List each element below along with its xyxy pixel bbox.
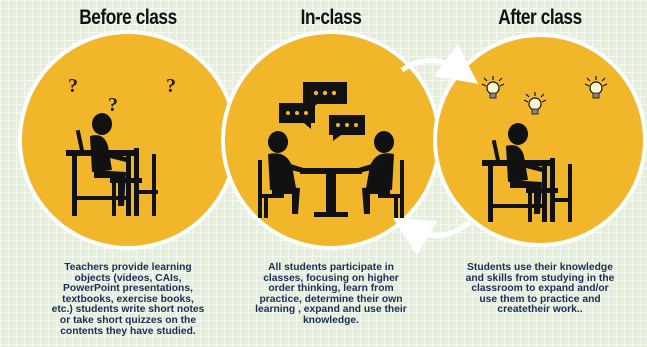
description-line: or take short quizzes on the (59, 314, 197, 326)
back-arrow-icon (392, 217, 472, 256)
after-class-title: After class (498, 6, 582, 29)
description-line: use them to practice and (479, 293, 601, 305)
description-line: classes, focusing on higher (263, 272, 399, 284)
students-at-table-icon (258, 131, 404, 218)
question-marks-icon: ? ? ? (68, 75, 176, 116)
description-line: objects (videos, CAIs, (74, 272, 182, 284)
description-line: Students use their knowledge (467, 262, 613, 273)
svg-text:?: ? (68, 75, 78, 97)
svg-text:?: ? (108, 94, 118, 116)
description-line: and skills from studying in the (465, 272, 615, 284)
lightbulb-icon (481, 76, 608, 115)
before-class-title: Before class (79, 6, 177, 29)
student-at-desk-icon (66, 113, 158, 216)
description-line: etc.) students write short notes (51, 304, 205, 316)
description-line: contents they have studied. (60, 325, 196, 337)
description-line: All students participate in (268, 262, 394, 273)
description-line: knowledge. (302, 314, 360, 326)
forward-arrow-icon (400, 44, 479, 84)
before-class-description: Teachers provide learning objects (video… (28, 262, 228, 337)
in-class-title: In-class (300, 6, 362, 29)
description-line: textbooks, exercise books, (62, 293, 194, 305)
description-line: practice, determine their own (259, 293, 403, 305)
description-line: PowerPoint presentations, (63, 283, 193, 295)
after-class-description: Students use their knowledge and skills … (440, 262, 640, 316)
student-at-desk-after-icon (482, 123, 572, 222)
description-line: createtheir work.. (497, 304, 583, 316)
in-class-description: All students participate in classes, foc… (231, 262, 431, 327)
description-line: classroom to expand and/or (471, 283, 609, 295)
description-line: order thinking, learn from (268, 283, 394, 295)
speech-bubble-icon (279, 82, 365, 141)
description-line: Teachers provide learning (64, 262, 192, 273)
description-line: learning , expand and use their (255, 304, 407, 316)
svg-text:?: ? (166, 75, 176, 97)
